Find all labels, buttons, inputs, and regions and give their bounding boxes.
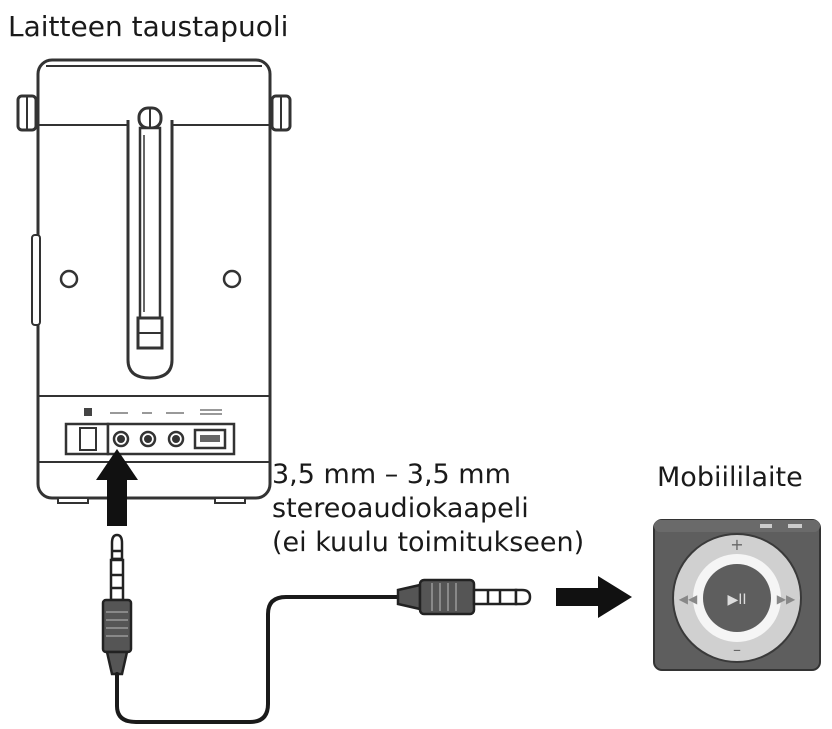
play-pause-button — [703, 564, 771, 632]
radio-back-panel-icon — [16, 58, 292, 504]
audio-plug-vertical-icon — [101, 533, 133, 676]
mobile-device-label: Mobiililaite — [657, 462, 803, 493]
cable-label-line3: (ei kuulu toimitukseen) — [272, 527, 585, 558]
arrow-right-icon — [556, 576, 632, 618]
arrow-up-icon — [96, 449, 138, 526]
svg-text:+: + — [730, 535, 743, 554]
audio-plug-horizontal-icon — [396, 578, 532, 616]
port-panel — [64, 408, 236, 456]
svg-text:▶▶: ▶▶ — [777, 592, 796, 606]
right-knob-icon — [270, 94, 292, 132]
device-back-title: Laitteen taustapuoli — [8, 10, 289, 43]
cable-label-line1: 3,5 mm – 3,5 mm — [272, 459, 511, 490]
screw-hole-left — [59, 269, 79, 289]
aux-in-port — [112, 430, 130, 448]
svg-text:▶II: ▶II — [727, 592, 746, 608]
mobile-music-player-icon: ▶II + – ◀◀ ▶▶ — [653, 519, 821, 671]
antenna-icon — [126, 106, 174, 380]
cable-label-line2: stereoaudiokaapeli — [272, 493, 529, 524]
svg-text:–: – — [733, 640, 741, 659]
audio-cable-wire — [115, 595, 400, 724]
left-knob-icon — [16, 94, 38, 132]
cable-label: 3,5 mm – 3,5 mm stereoaudiokaapeli (ei k… — [272, 458, 584, 560]
svg-text:◀◀: ◀◀ — [679, 592, 698, 606]
screw-hole-right — [222, 269, 242, 289]
